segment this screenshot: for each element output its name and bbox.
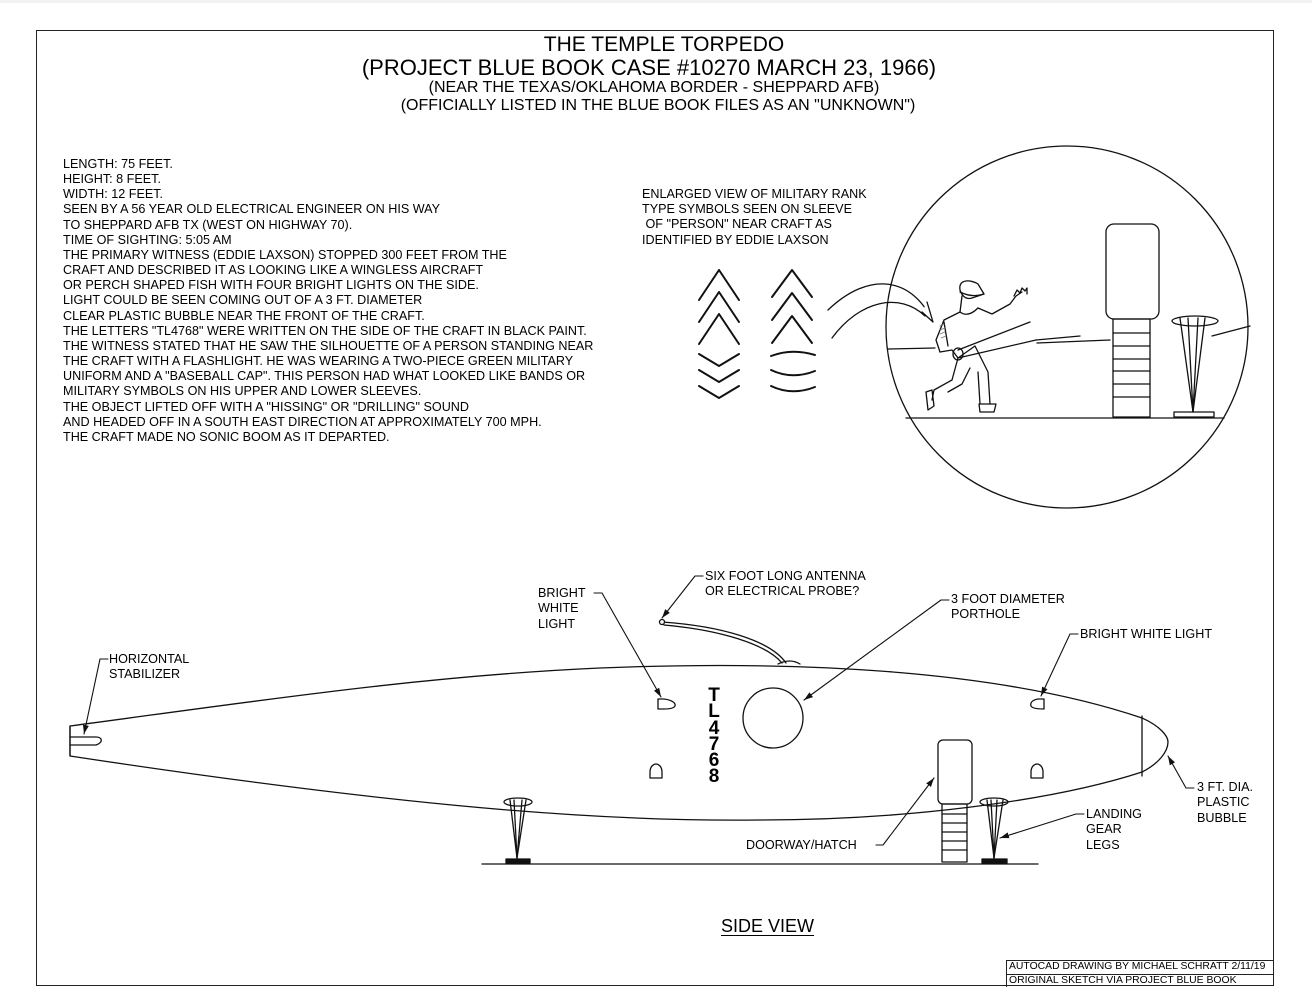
inset-circle-view: [827, 145, 1251, 509]
note-line: THE CRAFT MADE NO SONIC BOOM AS IT DEPAR…: [63, 429, 390, 444]
callout-line: PLASTIC: [1197, 795, 1250, 810]
registration-char: T: [708, 685, 720, 706]
side-view-label: SIDE VIEW: [721, 916, 815, 936]
note-line: THE CRAFT WITH A FLASHLIGHT. HE WAS WEAR…: [63, 354, 574, 369]
title-block-source: ORIGINAL SKETCH VIA PROJECT BLUE BOOK: [1009, 975, 1237, 986]
registration-char: 8: [708, 766, 720, 788]
callout-line: LEGS: [1086, 837, 1120, 852]
registration-char: 6: [708, 750, 720, 772]
drawing-subtitle-status: (OFFICIALLY LISTED IN THE BLUE BOOK FILE…: [400, 97, 916, 114]
callout-line: LIGHT: [538, 616, 576, 631]
doorway-callout: DOORWAY/HATCH: [746, 838, 857, 852]
drawing-subtitle-case: (PROJECT BLUE BOOK CASE #10270 MARCH 23,…: [361, 55, 937, 80]
note-line: THE WITNESS STATED THAT HE SAW THE SILHO…: [63, 338, 594, 353]
callout-line: WHITE: [538, 601, 579, 616]
callout-line: OR ELECTRICAL PROBE?: [705, 584, 860, 599]
registration-char: 4: [708, 717, 720, 739]
light-right-callout: BRIGHT WHITE LIGHT: [1080, 627, 1213, 641]
rank-symbol-chevrons: [698, 269, 740, 399]
note-line: UNIFORM AND A "BASEBALL CAP". THIS PERSO…: [63, 369, 586, 384]
note-line: HEIGHT: 8 FEET.: [63, 172, 161, 187]
craft-side-view: [69, 618, 1169, 865]
porthole-callout: 3 FOOT DIAMETER PORTHOLE: [951, 592, 1065, 623]
callout-line: STABILIZER: [109, 667, 181, 682]
enlarged-view-caption: ENLARGED VIEW OF MILITARY RANK TYPE SYMB…: [642, 187, 867, 248]
caption-line: ENLARGED VIEW OF MILITARY RANK: [642, 187, 867, 201]
note-line: CRAFT AND DESCRIBED IT AS LOOKING LIKE A…: [63, 263, 484, 278]
window-top-edge: [0, 0, 1312, 3]
note-line: THE LETTERS "TL4768" WERE WRITTEN ON THE…: [63, 323, 587, 338]
title-block-author: AUTOCAD DRAWING BY MICHAEL SCHRATT 2/11/…: [1007, 961, 1274, 975]
drawing-subtitle-location: (NEAR THE TEXAS/OKLAHOMA BORDER - SHEPPA…: [428, 79, 880, 96]
craft-registration-marking: T L 4 7 6 8: [707, 685, 721, 788]
title-block: AUTOCAD DRAWING BY MICHAEL SCHRATT 2/11/…: [1006, 960, 1274, 987]
note-line: LENGTH: 75 FEET.: [63, 157, 173, 171]
landing-leg-front: [979, 797, 1009, 864]
note-line: SEEN BY A 56 YEAR OLD ELECTRICAL ENGINEE…: [63, 202, 440, 217]
leader-lines: [82, 575, 1195, 846]
note-line: THE OBJECT LIFTED OFF WITH A "HISSING" O…: [63, 399, 470, 414]
note-line: MILITARY SYMBOLS ON HIS UPPER AND LOWER …: [63, 384, 422, 399]
caption-line: TYPE SYMBOLS SEEN ON SLEEVE: [642, 202, 852, 217]
note-line: TIME OF SIGHTING: 5:05 AM: [63, 232, 232, 247]
callout-line: BUBBLE: [1197, 810, 1247, 825]
callout-line: PORTHOLE: [951, 607, 1021, 622]
note-line: TO SHEPPARD AFB TX (WEST ON HIGHWAY 70).: [63, 217, 353, 232]
landing-gear-callout: LANDING GEAR LEGS: [1086, 807, 1142, 853]
callout-line: 3 FOOT DIAMETER: [951, 592, 1065, 606]
callout-line: GEAR: [1086, 822, 1122, 837]
bubble-callout: 3 FT. DIA. PLASTIC BUBBLE: [1197, 780, 1253, 826]
craft-hull: [69, 664, 1169, 821]
registration-char: L: [708, 701, 720, 723]
callout-line: 3 FT. DIA.: [1197, 780, 1253, 794]
landing-leg-rear: [503, 797, 533, 864]
drawing-border: [36, 30, 1274, 986]
callout-line: HORIZONTAL: [109, 652, 190, 666]
note-line: OR PERCH SHAPED FISH WITH FOUR BRIGHT LI…: [63, 278, 479, 293]
callout-line: BRIGHT: [538, 586, 586, 600]
drawing-title: THE TEMPLE TORPEDO: [543, 33, 785, 56]
note-line: WIDTH: 12 FEET.: [63, 187, 164, 202]
sighting-notes: LENGTH: 75 FEET. HEIGHT: 8 FEET. WIDTH: …: [63, 157, 593, 445]
antenna-callout: SIX FOOT LONG ANTENNA OR ELECTRICAL PROB…: [705, 569, 866, 600]
note-line: THE PRIMARY WITNESS (EDDIE LAXSON) STOPP…: [63, 247, 507, 262]
callout-line: SIX FOOT LONG ANTENNA: [705, 569, 866, 583]
uniformed-person-figure: [925, 280, 1081, 413]
caption-line: IDENTIFIED BY EDDIE LAXSON: [642, 232, 829, 247]
note-line: CLEAR PLASTIC BUBBLE NEAR THE FRONT OF T…: [63, 308, 425, 323]
caption-line: OF "PERSON" NEAR CRAFT AS: [642, 217, 832, 232]
stabilizer-callout: HORIZONTAL STABILIZER: [109, 652, 189, 683]
callout-line: LANDING: [1086, 807, 1142, 821]
note-line: LIGHT COULD BE SEEN COMING OUT OF A 3 FT…: [63, 293, 423, 308]
light-left-callout: BRIGHT WHITE LIGHT: [538, 586, 586, 632]
note-line: AND HEADED OFF IN A SOUTH EAST DIRECTION…: [63, 414, 542, 429]
registration-char: 7: [708, 733, 720, 755]
rank-symbol-rockers: [770, 269, 816, 393]
